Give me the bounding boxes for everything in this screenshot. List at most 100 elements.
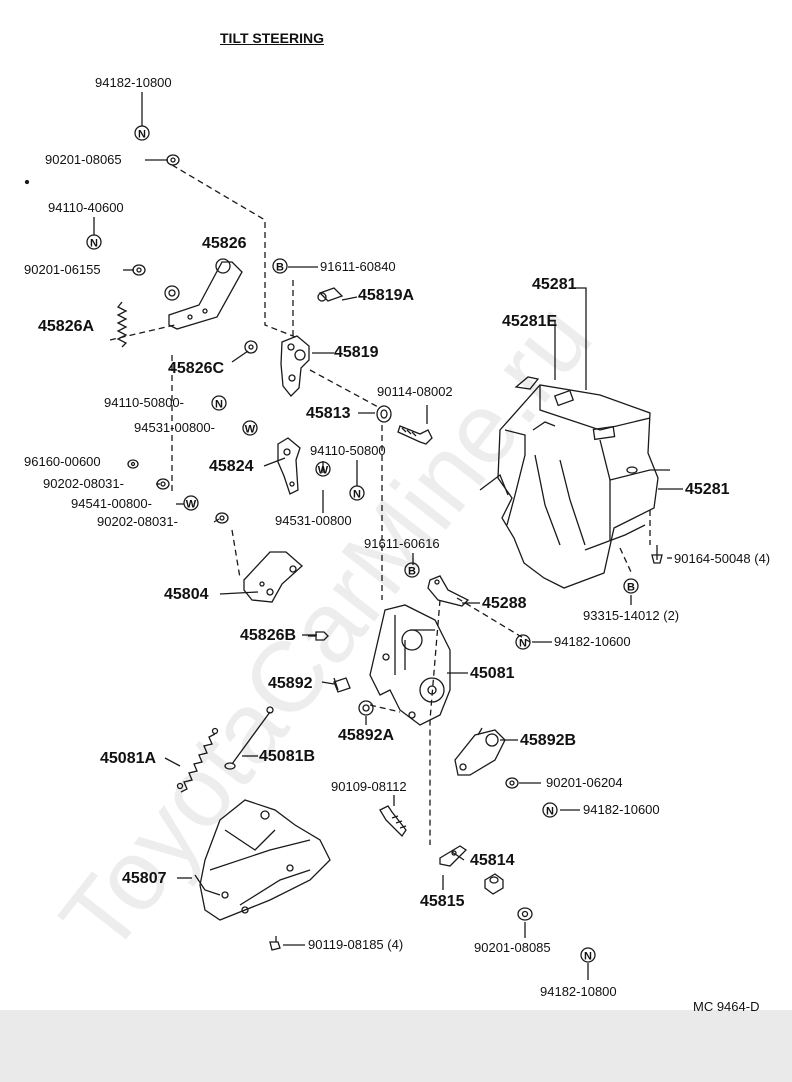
part-45813: 45813 [306,405,351,422]
svg-text:N: N [353,489,361,501]
svg-text:N: N [584,951,592,963]
plate-45815 [439,845,468,867]
nut-icon-94110-50800-b: N [349,485,365,501]
part-93315-14012: 93315-14012 (2) [583,608,680,623]
rod-45081B [224,706,274,770]
part-45826C: 45826C [168,360,225,377]
part-94110-50800-b: 94110-50800 [310,443,386,458]
bolt-icon-91611-60840: B [272,258,288,274]
bushing-upper [164,285,180,301]
washer-90202-08031-b [215,512,229,524]
washer-icon-94541-00800: W [183,495,199,511]
svg-text:W: W [245,424,256,436]
svg-text:N: N [90,238,98,250]
nut-icon-94110-50800-a: N [211,395,227,411]
part-94541-00800: 94541-00800- [71,496,152,511]
part-90109-08112: 90109-08112 [331,779,407,794]
part-90114-08002: 90114-08002 [377,384,453,399]
screw-90164-50048 [651,545,663,564]
svg-text:N: N [519,638,527,650]
part-45892A: 45892A [338,727,395,744]
diagram-code: MC 9464-D [693,999,760,1014]
part-94531-00800-b: 94531-00800 [275,513,352,528]
part-45824: 45824 [209,458,254,475]
part-45826: 45826 [202,235,247,252]
part-90201-08085: 90201-08085 [474,940,551,955]
bushing-45892A [358,700,374,716]
part-45288: 45288 [482,595,527,612]
svg-text:B: B [408,566,416,578]
svg-text:W: W [318,465,329,477]
part-91611-60616: 91611-60616 [364,536,440,551]
bolt-90119-08185 [269,936,281,951]
washer-90201-06204 [505,777,519,789]
part-94110-50800-a: 94110-50800- [104,395,184,410]
part-90164-50048: 90164-50048 (4) [674,551,771,566]
spring-45081A [176,727,219,793]
nut-icon-94182-10600-a: N [515,634,531,650]
part-90201-08065: 90201-08065 [45,152,122,167]
bushing-45813 [376,405,392,423]
part-45814: 45814 [470,852,515,869]
part-45281E: 45281E [502,313,558,330]
part-94531-00800-a: 94531-00800- [134,420,215,435]
washer-90201-08085 [517,907,533,921]
svg-text:B: B [276,262,284,274]
part-45819A: 45819A [358,287,415,304]
nut-icon-94182-10800-bottom: N [580,947,596,963]
bracket-45804 [243,551,303,603]
part-45281-top: 45281 [532,276,577,293]
washer-90201-06155 [132,264,146,276]
part-45081A: 45081A [100,750,157,767]
part-45804: 45804 [164,586,209,603]
part-45826B: 45826B [240,627,297,644]
bolt-45892 [333,677,351,693]
part-90119-08185: 90119-08185 (4) [308,937,404,952]
lever-45892B [454,727,506,776]
part-90201-06204: 90201-06204 [546,775,623,790]
lever-45824 [277,437,301,495]
bolt-45826B [308,631,329,641]
svg-text:B: B [627,582,635,594]
spring-45826A [116,301,128,348]
bracket-45288 [427,575,470,607]
svg-text:W: W [186,499,197,511]
svg-text:N: N [215,399,223,411]
part-45281-right: 45281 [685,481,730,498]
part-90201-06155: 90201-06155 [24,262,101,277]
diagram-title: TILT STEERING [220,30,324,46]
washer-icon-94531-00800-b: W [315,461,331,477]
part-45819: 45819 [334,344,379,361]
part-94182-10800-top: 94182-10800 [95,75,172,90]
lever-45826 [168,258,243,330]
part-45807: 45807 [122,870,167,887]
bottom-band [0,1010,792,1082]
part-91611-60840: 91611-60840 [320,259,396,274]
lever-45819 [280,335,310,397]
cap-45281E [514,376,540,390]
nut-icon-top: N [134,125,150,141]
part-45081: 45081 [470,665,515,682]
part-94182-10600-b: 94182-10600 [583,802,660,817]
part-90202-08031-b: 90202-08031- [97,514,178,529]
washer-90201-08065 [166,154,180,166]
bushing-45814 [484,873,504,895]
bolt-icon-91611-60616: B [404,562,420,578]
stray-mark [24,179,30,185]
part-45892: 45892 [268,675,313,692]
leader-lines [93,92,683,980]
bracket-45807 [194,799,331,921]
fastener-symbols: N N B N W W N W B B N N N [86,125,639,963]
nut-icon-94182-10600-b: N [542,802,558,818]
part-45081B: 45081B [259,748,316,765]
pin-45819A [317,287,344,302]
part-90202-08031-a: 90202-08031- [43,476,124,491]
support-45081 [369,604,451,726]
svg-text:N: N [546,806,554,818]
bolt-90114-08002 [397,425,433,445]
svg-text:N: N [138,129,146,141]
nut-icon-94110-40600: N [86,234,102,250]
part-45815: 45815 [420,893,465,910]
